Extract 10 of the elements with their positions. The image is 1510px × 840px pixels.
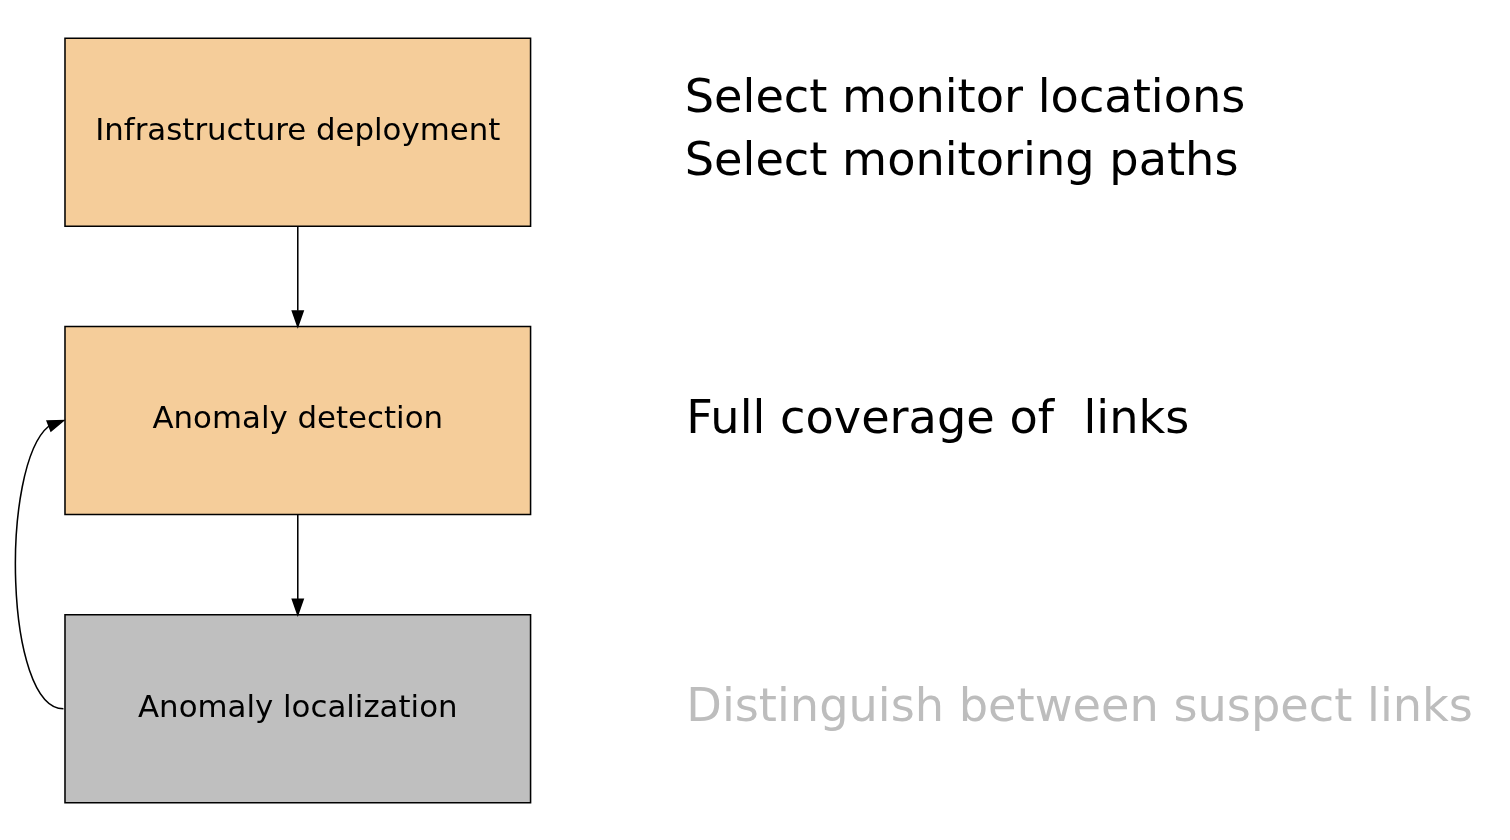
node-label: Full coverage of links bbox=[686, 389, 1190, 444]
node-label: Select monitoring paths bbox=[684, 131, 1239, 186]
node-box: Infrastructure deployment bbox=[64, 36, 532, 227]
arrow bbox=[291, 513, 305, 617]
arrow bbox=[14, 419, 66, 710]
arrow bbox=[291, 225, 305, 329]
node-box: Anomaly detection bbox=[64, 325, 532, 515]
node-label: Select monitor locations bbox=[684, 68, 1246, 123]
node-label: Distinguish between suspect links bbox=[686, 677, 1473, 732]
node-box: Anomaly localization bbox=[64, 613, 532, 804]
